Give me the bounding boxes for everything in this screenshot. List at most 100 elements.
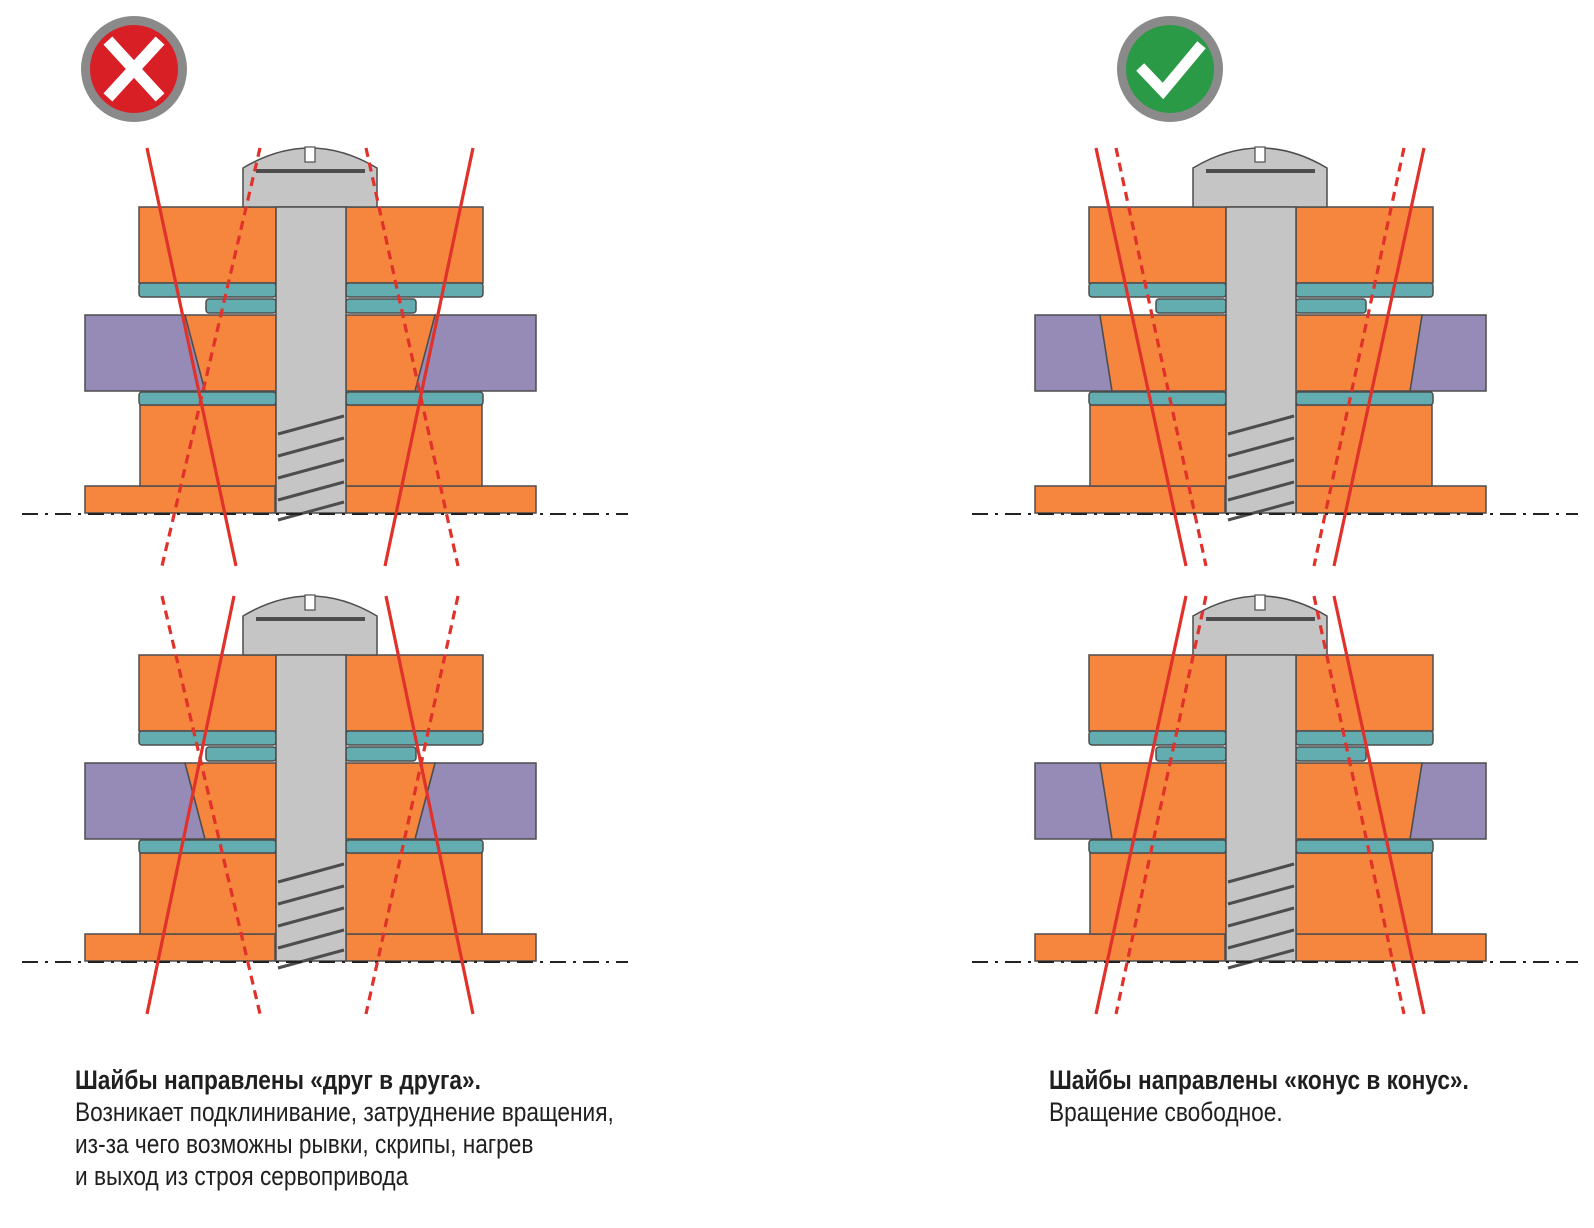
upper-gear-block (138, 206, 277, 284)
upper-gear-block (1295, 206, 1434, 284)
base-plate (84, 933, 276, 962)
screw-thread (277, 928, 345, 950)
check-glyph (1136, 41, 1206, 100)
caption-right-title: Шайбы направлены «конус в конус». (1049, 1065, 1469, 1095)
screw-thread (1227, 414, 1295, 436)
lower-gear-block (345, 852, 483, 935)
servo-arm (1034, 314, 1113, 392)
washer (138, 730, 277, 746)
servo-arm (414, 314, 537, 392)
screw-thread (1227, 906, 1295, 928)
screw-thread (277, 480, 345, 502)
assembly-wrong-top (22, 146, 628, 522)
lower-gear-block (345, 404, 483, 487)
cone-lines-wrong-bottom (145, 595, 475, 1015)
screw-shaft (275, 654, 347, 962)
screw-shaft (275, 206, 347, 514)
washer (1088, 839, 1227, 854)
screw-slot (304, 594, 316, 611)
servo-arm (1034, 762, 1113, 840)
x-glyph (103, 36, 165, 102)
base-plate (1295, 933, 1487, 962)
washer (1295, 839, 1434, 854)
upper-gear-block (1295, 654, 1434, 732)
lower-gear-block (139, 404, 277, 487)
screw-shaft (1225, 654, 1297, 962)
lower-gear-block (1089, 852, 1227, 935)
cone-line-dashed (160, 147, 262, 567)
lower-gear-block (1295, 852, 1433, 935)
caption-right-line: Вращение свободное. (1049, 1097, 1283, 1127)
cone-line-dashed (1312, 595, 1406, 1015)
screw-thread (277, 436, 345, 458)
small-washer (1295, 298, 1367, 314)
cone-line-solid (145, 147, 238, 567)
screw-thread (277, 414, 345, 436)
bushing (1295, 762, 1423, 840)
bushing (1099, 762, 1227, 840)
cone-line-solid (1332, 147, 1426, 567)
screw-thread (1227, 862, 1295, 884)
cone-line-dashed (364, 147, 460, 567)
cone-line-dashed (1114, 595, 1208, 1015)
washer (1088, 282, 1227, 298)
cone-line-dashed (160, 595, 262, 1015)
cone-line-solid (383, 147, 475, 567)
screw-thread (277, 884, 345, 906)
caption-wrong-line: Возникает подклинивание, затруднение вра… (75, 1097, 614, 1127)
servo-arm (1409, 314, 1487, 392)
base-plate (345, 933, 537, 962)
screw-thread (1227, 436, 1295, 458)
small-washer (1155, 746, 1227, 762)
small-washer (205, 298, 277, 314)
lower-gear-block (1089, 404, 1227, 487)
base-plate (1034, 485, 1226, 514)
caption-wrong: Шайбы направлены «друг в друга». Возника… (75, 1064, 614, 1192)
servo-arm (84, 314, 206, 392)
upper-gear-block (345, 654, 484, 732)
washer (138, 839, 277, 854)
assembly-wrong-bottom (22, 594, 628, 970)
small-washer (1155, 298, 1227, 314)
washer (1295, 282, 1434, 298)
upper-gear-block (345, 206, 484, 284)
bushing (1099, 314, 1227, 392)
lower-gear-block (139, 852, 277, 935)
small-washer (205, 746, 277, 762)
cone-line-solid (1332, 595, 1426, 1015)
check-mark-icon (1117, 16, 1223, 122)
cone-line-solid (145, 595, 236, 1015)
screw-shaft (1225, 206, 1297, 514)
washer (138, 391, 277, 406)
washer (1088, 391, 1227, 406)
screw-thread (277, 500, 345, 522)
assembly-right-top (972, 146, 1578, 522)
badge-fill (1126, 25, 1214, 113)
cone-line-dashed (1114, 147, 1208, 567)
washer (345, 839, 484, 854)
servo-arm (1409, 762, 1487, 840)
screw-thread (277, 458, 345, 480)
caption-wrong-line: и выход из строя сервопривода (75, 1161, 409, 1191)
washer (138, 282, 277, 298)
screw-slot (304, 146, 316, 163)
lower-gear-block (1295, 404, 1433, 487)
cone-line-solid (384, 595, 475, 1015)
caption-wrong-title: Шайбы направлены «друг в друга». (75, 1065, 481, 1095)
base-plate (1295, 485, 1487, 514)
washer (345, 282, 484, 298)
small-washer (345, 746, 417, 762)
cone-line-solid (1094, 595, 1188, 1015)
cone-lines-wrong-top (145, 147, 475, 567)
screw-thread (1227, 884, 1295, 906)
cone-lines-right-top (1094, 147, 1426, 567)
bushing (1295, 314, 1423, 392)
screw-thread (1227, 928, 1295, 950)
screw-thread (1227, 500, 1295, 522)
upper-gear-block (1088, 654, 1227, 732)
screw-thread (277, 948, 345, 970)
screw-slot (1254, 146, 1266, 163)
screw-thread (1227, 948, 1295, 970)
